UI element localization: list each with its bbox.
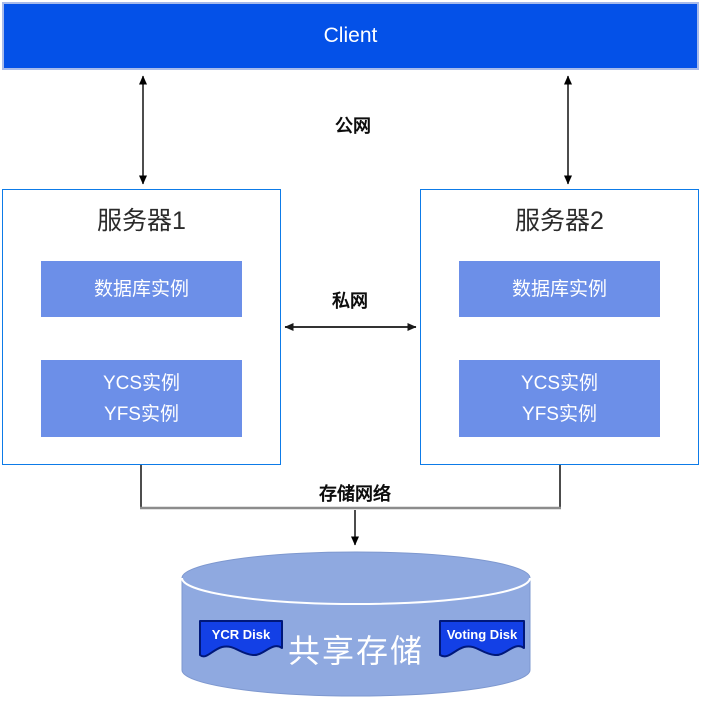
server2-yfs-label: YFS实例 [522,403,597,425]
ycr-disk-label: YCR Disk [211,627,271,642]
server2-db-instance: 数据库实例 [459,261,660,317]
server1-ycs-label: YCS实例 [102,372,181,394]
client-node: Client [2,2,699,70]
server2-title: 服务器2 [515,207,604,235]
server2-ycs-label: YCS实例 [520,372,599,394]
public-network-label: 公网 [335,116,371,136]
server1-db-instance: 数据库实例 [41,261,242,317]
server1-ycs-yfs-instance: YCS实例 YFS实例 [41,360,242,437]
private-network-label: 私网 [332,291,368,311]
voting-disk-label: Voting Disk [446,627,518,642]
cylinder-body [181,577,531,697]
ycr-disk-shape [199,620,283,658]
server1-title: 服务器1 [97,207,186,235]
server1-node: 服务器1 数据库实例 YCS实例 YFS实例 [2,189,281,465]
shared-storage-title: 共享存储 [287,633,424,669]
server1-yfs-label: YFS实例 [104,403,179,425]
server1-db-instance-label: 数据库实例 [93,278,189,300]
voting-disk-shape [439,620,525,658]
cylinder-top-highlight [181,577,531,605]
storage-network-label: 存储网络 [319,484,391,504]
client-label: Client [323,24,378,47]
server2-ycs-yfs-instance: YCS实例 YFS实例 [459,360,660,437]
server2-node: 服务器2 数据库实例 YCS实例 YFS实例 [420,189,699,465]
server2-db-instance-label: 数据库实例 [511,278,607,300]
